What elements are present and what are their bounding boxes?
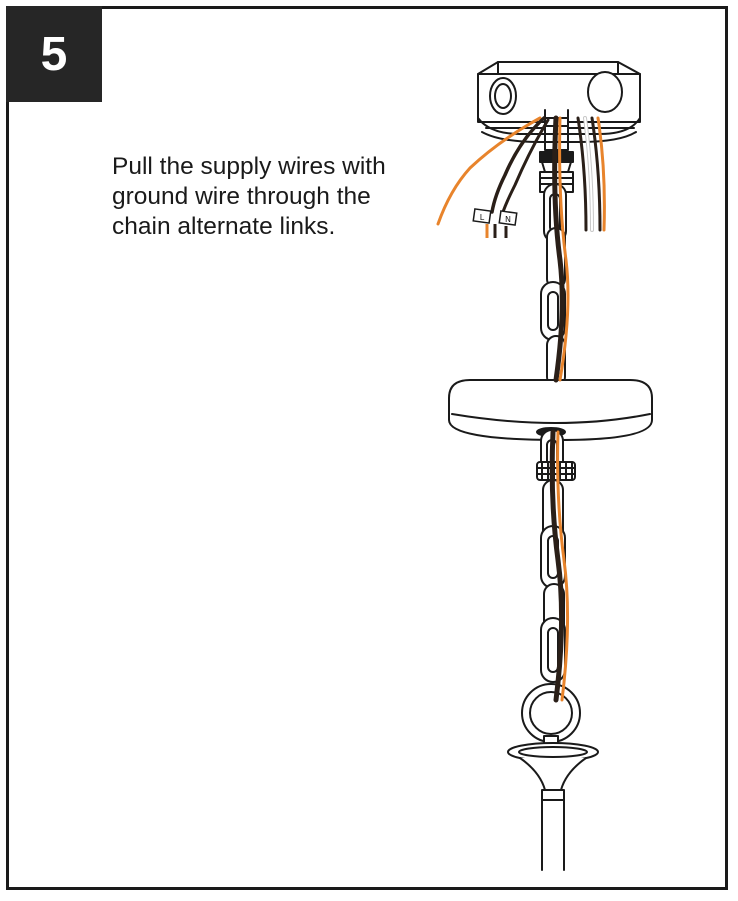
connector-label-n: N <box>505 215 511 224</box>
fixture-cup <box>507 742 599 871</box>
step-number-badge: 5 <box>6 6 102 102</box>
loop-ring <box>521 683 581 747</box>
instruction-text: Pull the supply wires with ground wire t… <box>112 153 386 240</box>
wire-connectors <box>472 208 518 238</box>
supply-wires <box>436 115 606 703</box>
junction-box <box>477 61 641 143</box>
connector-label-l: L <box>480 213 485 222</box>
diagram-frame <box>6 6 728 890</box>
